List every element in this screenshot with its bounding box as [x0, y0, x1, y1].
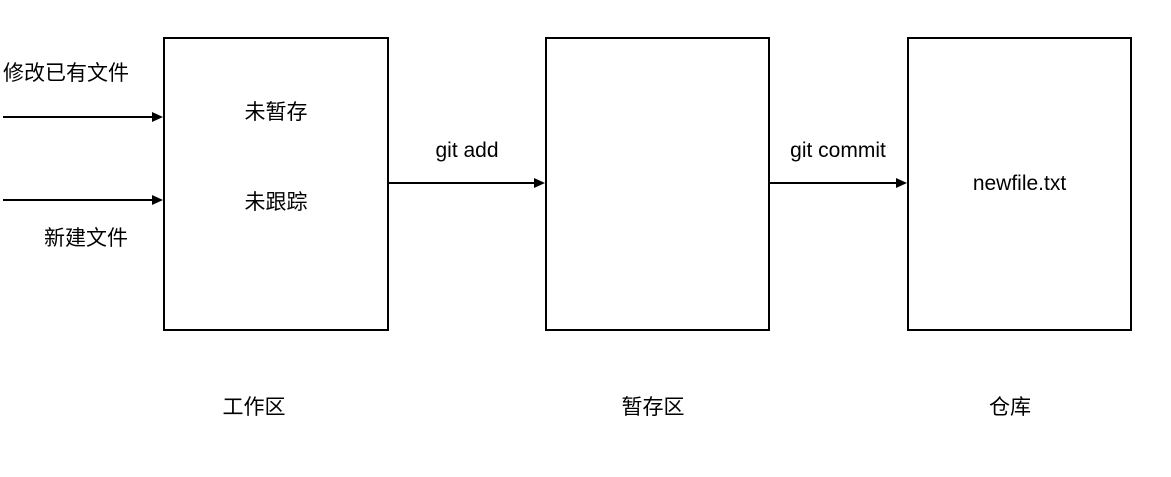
- new-file-arrow: [3, 195, 163, 205]
- arrowhead-icon: [152, 112, 163, 122]
- arrowhead-icon: [534, 178, 545, 188]
- modify-file-arrow: [3, 112, 163, 122]
- git-add-label: git add: [435, 139, 499, 162]
- staging-area-box: [545, 37, 770, 331]
- repository-box: [907, 37, 1132, 331]
- working-area-box: [163, 37, 389, 331]
- arrowhead-icon: [152, 195, 163, 205]
- staging-area-caption: 暂存区: [621, 396, 685, 419]
- arrowhead-icon: [896, 178, 907, 188]
- repository-caption: 仓库: [989, 396, 1031, 419]
- new-file-label: 新建文件: [44, 227, 128, 250]
- working-area-caption: 工作区: [222, 396, 286, 419]
- git-commit-arrow: [770, 178, 907, 188]
- git-add-arrow: [389, 178, 545, 188]
- git-commit-label: git commit: [790, 139, 886, 162]
- untracked-label: 未跟踪: [244, 191, 308, 214]
- modify-existing-file-label: 修改已有文件: [3, 62, 129, 85]
- newfile-txt-label: newfile.txt: [972, 172, 1067, 195]
- unstaged-label: 未暂存: [244, 101, 308, 124]
